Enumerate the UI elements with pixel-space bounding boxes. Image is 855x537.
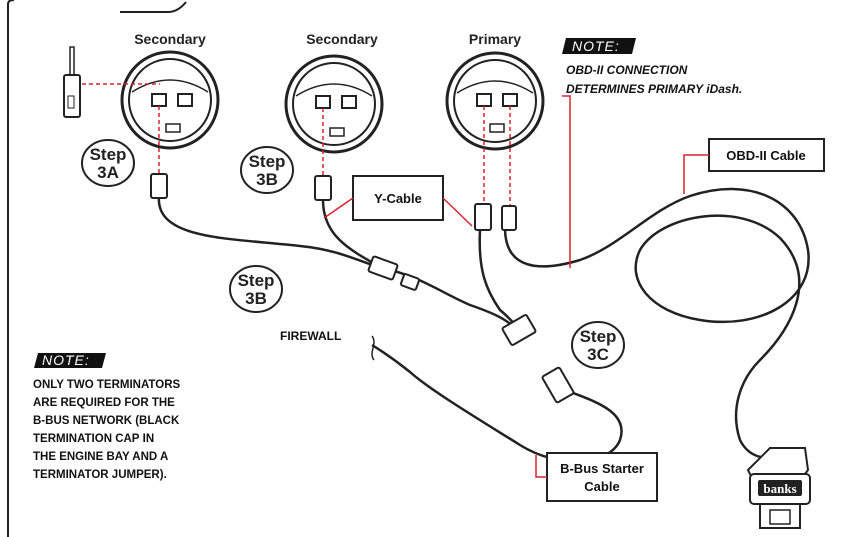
svg-text:Cable: Cable: [584, 479, 619, 494]
connectors: [150, 173, 575, 404]
svg-text:3B: 3B: [256, 170, 278, 189]
step-badge-3b-mid: Step 3B: [229, 265, 283, 313]
brand-logo: banks: [763, 481, 796, 496]
obd-cable-label: OBD-II Cable: [708, 138, 825, 172]
svg-text:OBD-II Cable: OBD-II Cable: [726, 148, 805, 163]
note-left-line-1: ONLY TWO TERMINATORS: [33, 379, 180, 391]
note-top-line-1: OBD-II CONNECTION: [566, 63, 688, 77]
svg-text:3A: 3A: [97, 163, 119, 182]
obd-plug: banks: [746, 447, 811, 529]
note-top-leader: [562, 95, 571, 268]
note-left: NOTE: ONLY TWO TERMINATORS ARE REQUIRED …: [33, 352, 180, 481]
note-left-tag: NOTE:: [42, 352, 90, 368]
svg-text:Step: Step: [90, 145, 127, 164]
svg-text:3C: 3C: [587, 345, 609, 364]
gauge-secondary-2: [284, 54, 384, 154]
svg-text:Y-Cable: Y-Cable: [374, 191, 422, 206]
gauge-title-2: Secondary: [306, 31, 378, 47]
note-left-line-5: THE ENGINE BAY AND A: [33, 451, 168, 463]
y-cable-leaders: [323, 197, 473, 227]
gauge-title-3: Primary: [469, 31, 521, 47]
note-top-tag: NOTE:: [572, 38, 620, 54]
gauge-title-1: Secondary: [134, 31, 206, 47]
step-badge-3b-top: Step 3B: [240, 146, 294, 194]
gauge-secondary-1: [120, 50, 220, 150]
svg-text:B-Bus Starter: B-Bus Starter: [560, 461, 644, 476]
svg-text:3B: 3B: [245, 289, 267, 308]
step-badge-3a: Step 3A: [81, 139, 135, 187]
obd-cable-leader: [683, 154, 709, 194]
firewall-label: FIREWALL: [280, 329, 341, 343]
terminator-jumper: [63, 46, 81, 118]
svg-text:Step: Step: [238, 271, 275, 290]
bbus-cable-leader: [535, 455, 547, 478]
note-left-line-3: B-BUS NETWORK (BLACK: [33, 415, 180, 427]
firewall-mark: [371, 335, 375, 361]
bbus-cable-label: B-Bus Starter Cable: [546, 452, 658, 502]
svg-text:Step: Step: [249, 152, 286, 171]
y-cable-label: Y-Cable: [352, 175, 444, 221]
note-left-line-6: TERMINATOR JUMPER).: [33, 469, 167, 481]
note-top: NOTE: OBD-II CONNECTION DETERMINES PRIMA…: [562, 38, 742, 96]
gauge-primary: [445, 51, 545, 151]
svg-text:Step: Step: [580, 327, 617, 346]
note-top-line-2: DETERMINES PRIMARY iDash.: [566, 82, 742, 96]
page-frame: [7, 0, 187, 537]
note-left-line-4: TERMINATION CAP IN: [33, 433, 154, 445]
step-badge-3c: Step 3C: [571, 321, 625, 369]
connector-guides: [158, 106, 511, 206]
note-left-line-2: ARE REQUIRED FOR THE: [33, 397, 175, 409]
